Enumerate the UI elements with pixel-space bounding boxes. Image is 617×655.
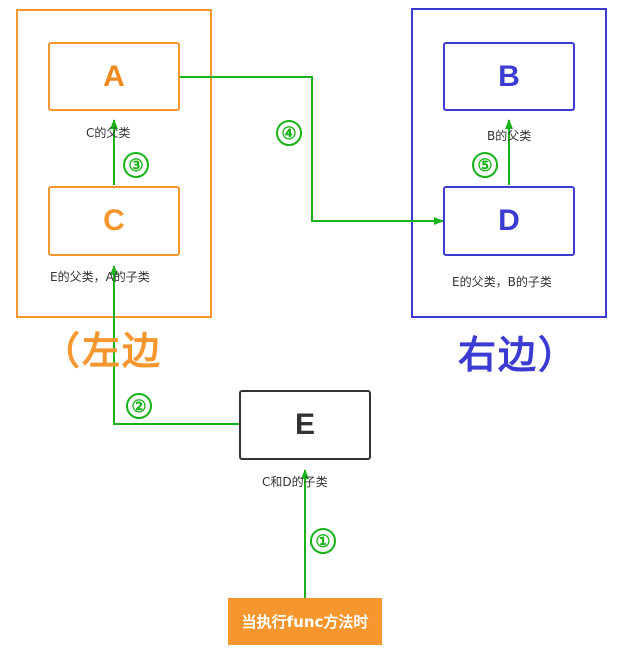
edge-e-to-c (110, 265, 240, 425)
node-e-label: E (294, 408, 315, 441)
step-5-marker: ⑤ (472, 152, 498, 178)
node-c: C (48, 186, 180, 256)
step-1-marker: ① (310, 528, 336, 554)
node-b: B (443, 42, 575, 111)
node-b-caption: B的父类 (487, 129, 532, 143)
node-a: A (48, 42, 180, 111)
node-c-label: C (103, 204, 125, 237)
edge-a-to-d (180, 76, 444, 225)
node-d-caption: E的父类，B的子类 (452, 275, 552, 289)
node-a-label: A (103, 59, 125, 93)
trigger-label: 当执行func方法时 (241, 613, 369, 631)
left-group-label: （左边 (42, 329, 163, 373)
step-3-marker: ③ (123, 152, 149, 178)
node-e-caption: C和D的子类 (262, 475, 328, 489)
node-b-label: B (498, 59, 520, 93)
node-e: E (239, 390, 371, 460)
trigger-box: 当执行func方法时 (228, 598, 382, 645)
right-group-label: 右边） (458, 333, 579, 377)
step-4-marker: ④ (276, 120, 302, 146)
right-group-box (411, 8, 607, 318)
node-d-label: D (498, 204, 520, 237)
node-c-caption: E的父类，A的子类 (50, 270, 150, 284)
step-2-marker: ② (126, 393, 152, 419)
node-d: D (443, 186, 575, 256)
node-a-caption: C的父类 (86, 126, 131, 140)
